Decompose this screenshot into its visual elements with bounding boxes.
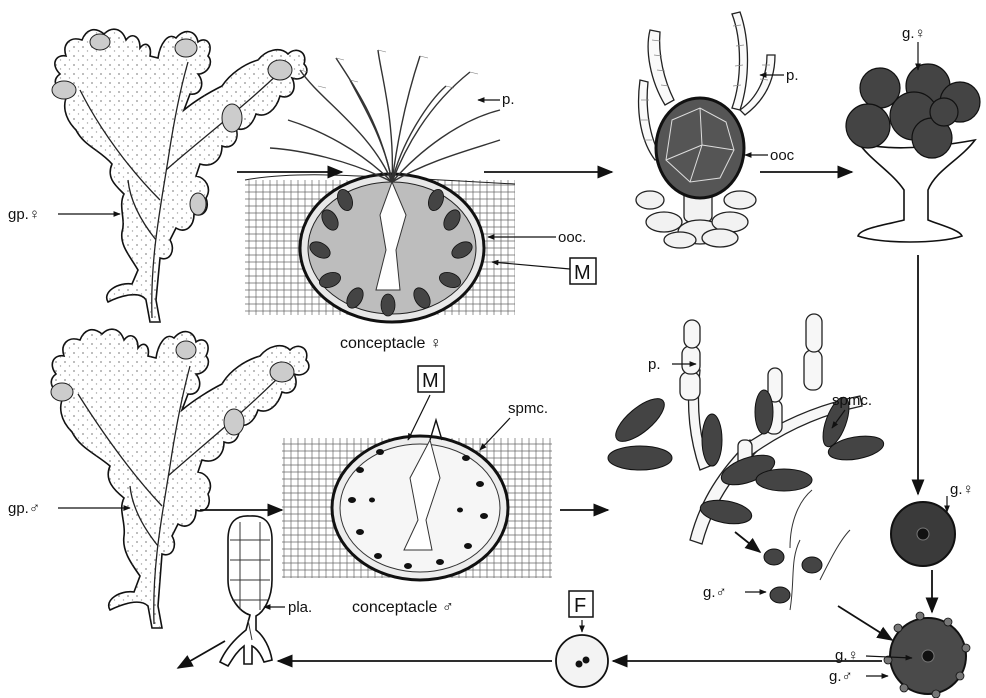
label-F: F [574,595,586,617]
antheridia-icon [608,314,885,544]
sperm-icon [764,490,850,610]
label-gp-male: gp.♂ [8,500,40,517]
label-p-oogonium: p. [786,67,799,84]
zygote-icon [556,635,608,687]
fertilization-icon [884,612,970,698]
label-M-bottom: M [422,370,439,392]
label-pla: pla. [288,599,312,616]
label-M-top: M [574,262,591,284]
label-g-female-right: g.♀ [950,481,974,498]
oogonium-icon [636,12,775,248]
label-g-male-fusion: g.♂ [829,668,853,685]
label-p-antheridia: p. [648,356,661,373]
label-gp-female: gp.♀ [8,206,40,223]
label-g-male-sperm: g.♂ [703,584,727,601]
label-conceptacle-female: conceptacle ♀ [340,335,442,352]
label-p-conceptacle: p. [502,91,515,108]
label-g-female-top: g.♀ [902,25,926,42]
label-conceptacle-male: conceptacle ♂ [352,599,454,616]
conceptacle-male-icon [282,420,552,580]
released-eggs-icon [846,64,980,242]
germling-icon [220,516,272,666]
single-egg-icon [891,502,955,566]
label-ooc-oogonium: ooc [770,147,795,164]
label-spmc-antheridia: spmc. [832,392,872,409]
label-ooc-conceptacle: ooc. [558,229,586,246]
label-spmc-conceptacle: spmc. [508,400,548,417]
label-g-female-fusion: g.♀ [835,647,859,664]
